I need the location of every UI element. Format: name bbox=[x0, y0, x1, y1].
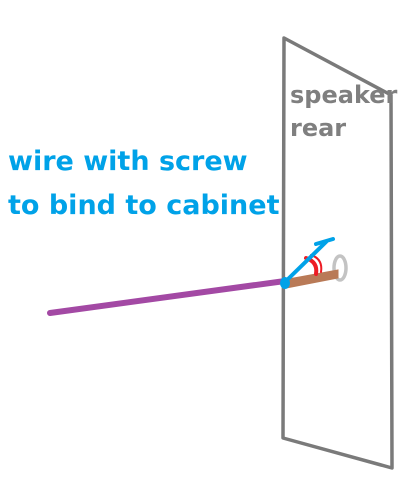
panel-label-line2: rear bbox=[290, 114, 346, 142]
screw-icon bbox=[280, 237, 339, 289]
speaker-wire bbox=[47, 278, 288, 316]
wire-label-line2: to bind to cabinet bbox=[8, 190, 280, 221]
speaker-rear-panel bbox=[281, 36, 394, 470]
panel-label-line1: speaker bbox=[290, 81, 398, 109]
washer-icon bbox=[332, 254, 348, 282]
wire-label-line1: wire with screw bbox=[8, 146, 248, 177]
